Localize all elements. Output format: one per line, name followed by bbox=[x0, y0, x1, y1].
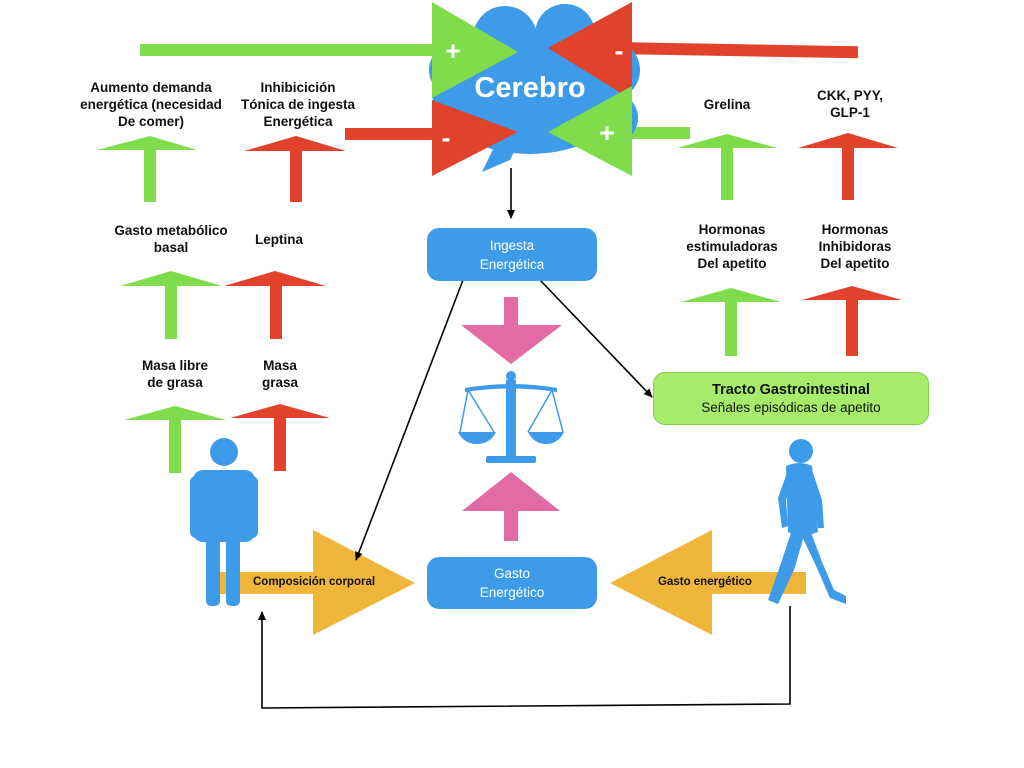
tracto-title: Tracto Gastrointestinal bbox=[712, 382, 870, 398]
red-bar-top-right bbox=[599, 41, 859, 59]
pink-arrow-down bbox=[461, 297, 562, 364]
minus-sign-top: - bbox=[614, 36, 624, 66]
yellow-arrow-composicion bbox=[217, 530, 415, 635]
t-shape-ckk bbox=[798, 133, 898, 200]
red-bar-mid-left bbox=[345, 128, 445, 140]
t-shape-leptina bbox=[224, 271, 326, 339]
label-grelina: Grelina bbox=[703, 97, 751, 112]
label-gasto-energetico-arrow: Gasto energético bbox=[658, 576, 752, 588]
plus-sign-bottom: + bbox=[599, 118, 615, 148]
label-ckk: CKK, PYY,GLP-1 bbox=[816, 88, 884, 120]
green-bar-top-left bbox=[140, 44, 440, 56]
red-triangle-bottom-left bbox=[432, 100, 518, 176]
tracto-subtitle: Señales episódicas de apetito bbox=[701, 400, 881, 415]
t-shape-inhibidoras bbox=[802, 286, 902, 356]
brain-label: Cerebro bbox=[474, 72, 586, 104]
t-shape-aumento bbox=[97, 136, 197, 202]
line-ingesta-to-tracto bbox=[539, 279, 653, 398]
t-shape-grelina bbox=[677, 134, 777, 200]
minus-sign-bottom: - bbox=[441, 123, 451, 153]
label-composicion-corporal: Composición corporal bbox=[253, 576, 376, 588]
line-feedback-loop bbox=[258, 606, 791, 709]
line-ingesta-to-composicion bbox=[355, 279, 464, 561]
scale-icon bbox=[458, 371, 564, 463]
green-triangle-top-left bbox=[432, 2, 518, 98]
red-triangle-top-right bbox=[548, 2, 632, 100]
plus-sign-top: + bbox=[445, 36, 461, 66]
t-shape-masa-libre bbox=[124, 406, 226, 473]
t-shape-gasto-metabolico bbox=[120, 271, 222, 339]
green-triangle-bottom-right bbox=[548, 86, 632, 176]
t-shape-inhibicion bbox=[244, 136, 346, 202]
walking-person-icon bbox=[768, 439, 846, 604]
tracto-gastrointestinal-box: Tracto Gastrointestinal Señales episódic… bbox=[653, 372, 929, 425]
label-leptina: Leptina bbox=[254, 232, 303, 247]
t-shape-masa-grasa bbox=[230, 404, 330, 471]
pink-arrow-up bbox=[462, 472, 560, 541]
standing-person-icon bbox=[190, 438, 258, 606]
t-shape-estimuladoras bbox=[681, 288, 781, 356]
